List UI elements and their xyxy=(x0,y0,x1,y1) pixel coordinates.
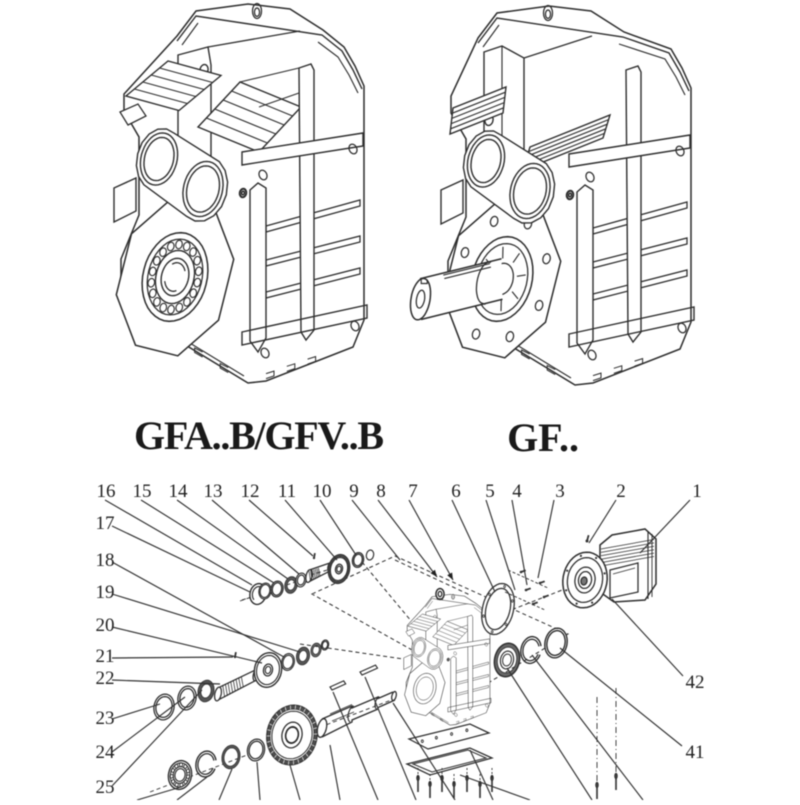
svg-text:8: 8 xyxy=(376,481,386,502)
svg-text:21: 21 xyxy=(96,646,115,667)
svg-text:22: 22 xyxy=(96,668,115,689)
svg-text:17: 17 xyxy=(96,513,115,534)
svg-text:5: 5 xyxy=(485,481,495,502)
svg-text:13: 13 xyxy=(204,481,223,502)
svg-text:25: 25 xyxy=(96,777,115,798)
svg-text:18: 18 xyxy=(96,550,115,571)
svg-text:14: 14 xyxy=(169,481,189,502)
svg-text:20: 20 xyxy=(96,615,115,636)
svg-text:3: 3 xyxy=(555,481,565,502)
svg-text:GFA..B/GFV..B: GFA..B/GFV..B xyxy=(134,413,384,458)
svg-text:19: 19 xyxy=(96,582,115,603)
svg-text:2: 2 xyxy=(616,481,626,502)
svg-text:GF..: GF.. xyxy=(507,415,579,460)
svg-text:23: 23 xyxy=(96,708,115,729)
svg-text:1: 1 xyxy=(692,481,702,502)
svg-text:11: 11 xyxy=(278,481,296,502)
svg-text:4: 4 xyxy=(512,481,522,502)
svg-text:15: 15 xyxy=(133,481,152,502)
svg-text:6: 6 xyxy=(451,481,461,502)
svg-text:42: 42 xyxy=(686,672,705,693)
svg-text:12: 12 xyxy=(241,481,260,502)
svg-text:41: 41 xyxy=(686,742,705,763)
svg-text:10: 10 xyxy=(313,481,332,502)
svg-text:7: 7 xyxy=(408,481,418,502)
svg-text:16: 16 xyxy=(97,481,116,502)
svg-text:9: 9 xyxy=(349,481,359,502)
svg-text:24: 24 xyxy=(96,742,116,763)
